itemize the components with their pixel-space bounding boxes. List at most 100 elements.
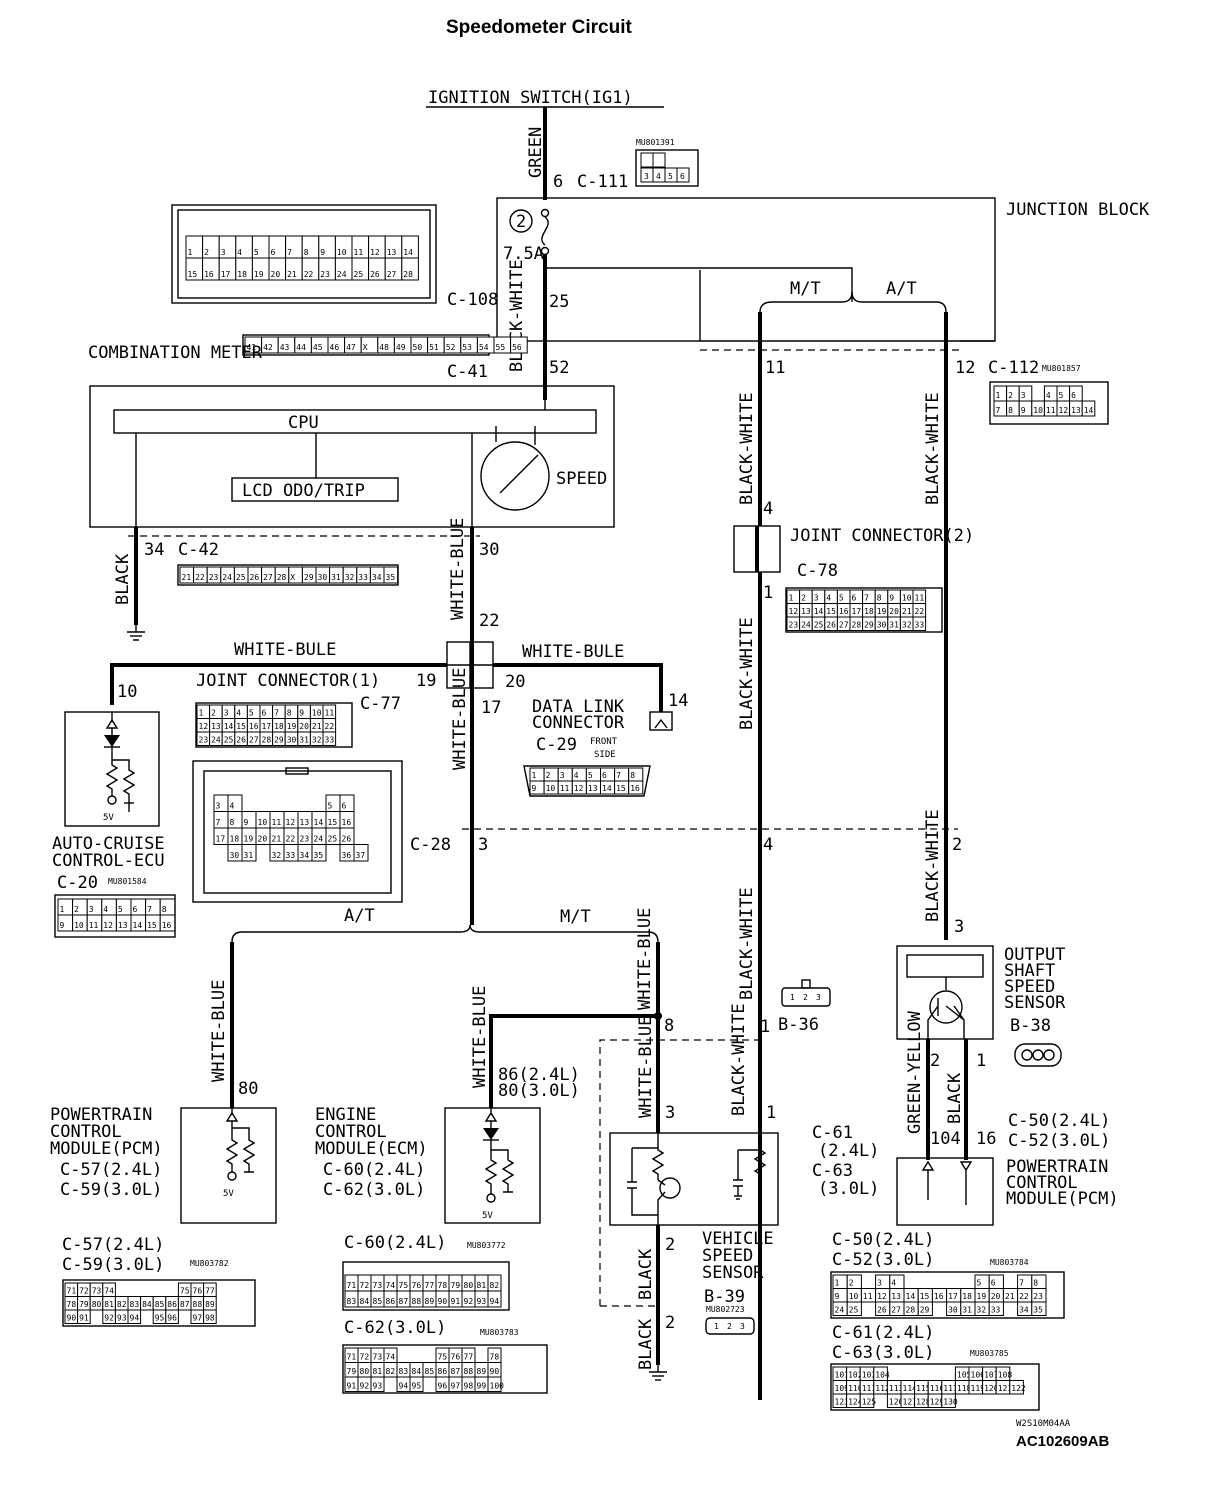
pcm-right-internal	[921, 1160, 973, 1205]
svg-text:11: 11	[863, 1292, 873, 1301]
pcm-right-c61b: (2.4L)	[818, 1141, 879, 1161]
mt-branch-lower	[469, 924, 659, 943]
at-branch	[851, 291, 947, 313]
lower-mt-label: M/T	[560, 907, 591, 927]
svg-text:9: 9	[532, 784, 537, 793]
svg-text:4: 4	[574, 771, 579, 780]
svg-text:21: 21	[1005, 1292, 1015, 1301]
svg-text:3: 3	[560, 771, 565, 780]
svg-text:82: 82	[490, 1281, 500, 1290]
svg-text:26: 26	[236, 736, 246, 745]
pin-6: 6	[553, 172, 563, 192]
c50-part-number: MU803784	[990, 1258, 1029, 1267]
bottom-c63: C-63(3.0L)	[832, 1343, 934, 1363]
svg-text:1: 1	[60, 905, 65, 914]
svg-text:37: 37	[356, 851, 366, 860]
svg-text:13: 13	[588, 784, 598, 793]
svg-text:9: 9	[889, 594, 894, 603]
connector-c108: C-108	[447, 290, 498, 310]
pin-2-oss: 2	[930, 1051, 940, 1071]
svg-text:22: 22	[915, 607, 925, 616]
wire-label-white-blue-6: WHITE-BLUE	[636, 1016, 656, 1118]
svg-text:75: 75	[180, 1287, 190, 1296]
pcm-left-box	[180, 1107, 277, 1224]
svg-text:15: 15	[236, 722, 246, 731]
ground-symbol-1	[127, 625, 145, 641]
pin-80: 80	[238, 1079, 258, 1099]
connector-b36: B-36	[778, 1015, 819, 1035]
data-link-label-1: DATA LINK	[532, 697, 625, 717]
svg-text:15: 15	[920, 1292, 930, 1301]
svg-text:14: 14	[133, 921, 143, 930]
svg-text:13: 13	[1071, 406, 1081, 415]
svg-text:77: 77	[205, 1287, 215, 1296]
connector-c41: C-41	[447, 362, 488, 382]
svg-text:81: 81	[104, 1300, 114, 1309]
svg-text:45: 45	[313, 343, 323, 352]
svg-text:32: 32	[345, 573, 355, 582]
svg-text:7: 7	[274, 709, 279, 718]
svg-text:8: 8	[1008, 406, 1013, 415]
connector-b39: B-39	[704, 1287, 745, 1307]
pcm-right-c63b: (3.0L)	[818, 1179, 879, 1199]
c62-part-number: MU803783	[480, 1328, 519, 1337]
svg-text:34: 34	[372, 573, 382, 582]
svg-text:1: 1	[789, 594, 794, 603]
svg-text:6: 6	[262, 709, 267, 718]
connector-c112: C-112	[988, 358, 1039, 378]
svg-text:2: 2	[803, 993, 808, 1002]
svg-text:100: 100	[490, 1382, 505, 1391]
svg-text:55: 55	[496, 343, 506, 352]
pin-4-c28: 4	[763, 835, 773, 855]
svg-text:5: 5	[668, 172, 673, 181]
svg-text:76: 76	[451, 1353, 461, 1362]
svg-text:127: 127	[903, 1398, 918, 1407]
svg-text:23: 23	[789, 621, 799, 630]
pin-30: 30	[479, 540, 499, 560]
svg-text:75: 75	[399, 1281, 409, 1290]
svg-text:87: 87	[399, 1297, 409, 1306]
pin-19: 19	[416, 671, 436, 691]
svg-text:12: 12	[370, 248, 380, 257]
svg-text:14: 14	[814, 607, 824, 616]
svg-text:7: 7	[216, 818, 221, 827]
pcm-left-conn-1: C-57(2.4L)	[60, 1160, 162, 1180]
svg-text:83: 83	[399, 1367, 409, 1376]
svg-text:25: 25	[814, 621, 824, 630]
svg-text:20: 20	[271, 270, 281, 279]
svg-text:5: 5	[1059, 391, 1064, 400]
ecm-label-1: ENGINE	[315, 1105, 376, 1125]
svg-text:20: 20	[991, 1292, 1001, 1301]
svg-text:92: 92	[464, 1297, 474, 1306]
pcm-right-label-1: POWERTRAIN	[1006, 1157, 1108, 1177]
svg-text:108: 108	[998, 1371, 1013, 1380]
svg-text:17: 17	[948, 1292, 958, 1301]
svg-text:6: 6	[680, 172, 685, 181]
lcd-label: LCD ODO/TRIP	[242, 481, 365, 501]
svg-text:2: 2	[74, 905, 79, 914]
svg-text:101: 101	[835, 1371, 850, 1380]
wire-label-white-blue-4: WHITE-BLUE	[635, 908, 655, 1010]
svg-text:9: 9	[244, 818, 249, 827]
svg-text:6: 6	[602, 771, 607, 780]
svg-text:1: 1	[835, 1279, 840, 1288]
svg-text:10: 10	[312, 709, 322, 718]
svg-text:28: 28	[906, 1306, 916, 1315]
pin-104: 104	[930, 1129, 961, 1149]
c111-part-number: MU801391	[636, 138, 675, 147]
jb-mt-label: M/T	[790, 279, 821, 299]
svg-text:21: 21	[287, 270, 297, 279]
svg-text:21: 21	[312, 722, 322, 731]
joint-connector-2-label-1: JOINT CONNECTOR(2)	[790, 526, 974, 546]
svg-text:28: 28	[277, 573, 287, 582]
svg-text:84: 84	[360, 1297, 370, 1306]
svg-text:21: 21	[182, 573, 192, 582]
pcm-right-c61: C-61	[812, 1123, 853, 1143]
svg-text:72: 72	[360, 1353, 370, 1362]
svg-text:86: 86	[167, 1300, 177, 1309]
